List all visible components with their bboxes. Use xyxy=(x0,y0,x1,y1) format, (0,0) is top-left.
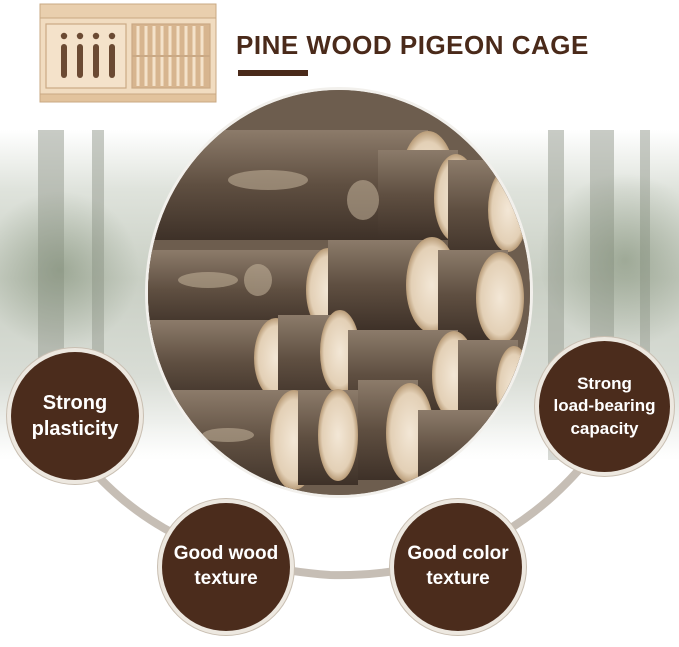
feature-badge-color-texture: Good color texture xyxy=(394,503,522,631)
feature-badge-plasticity: Strong plasticity xyxy=(11,352,139,480)
foliage xyxy=(540,170,679,350)
foliage xyxy=(0,190,140,350)
pigeon-cage-icon xyxy=(39,3,217,103)
log-pile-image xyxy=(148,90,530,495)
title-underline xyxy=(238,70,308,76)
feature-label: Strong load-bearing capacity xyxy=(553,374,656,438)
page-title: PINE WOOD PIGEON CAGE xyxy=(236,30,589,60)
feature-badge-load-bearing: Strong load-bearing capacity xyxy=(539,341,670,472)
feature-label: Strong plasticity xyxy=(31,392,119,440)
feature-label: Good wood texture xyxy=(173,543,279,589)
feature-badge-wood-texture: Good wood texture xyxy=(162,503,290,631)
feature-label: Good color texture xyxy=(407,543,509,589)
